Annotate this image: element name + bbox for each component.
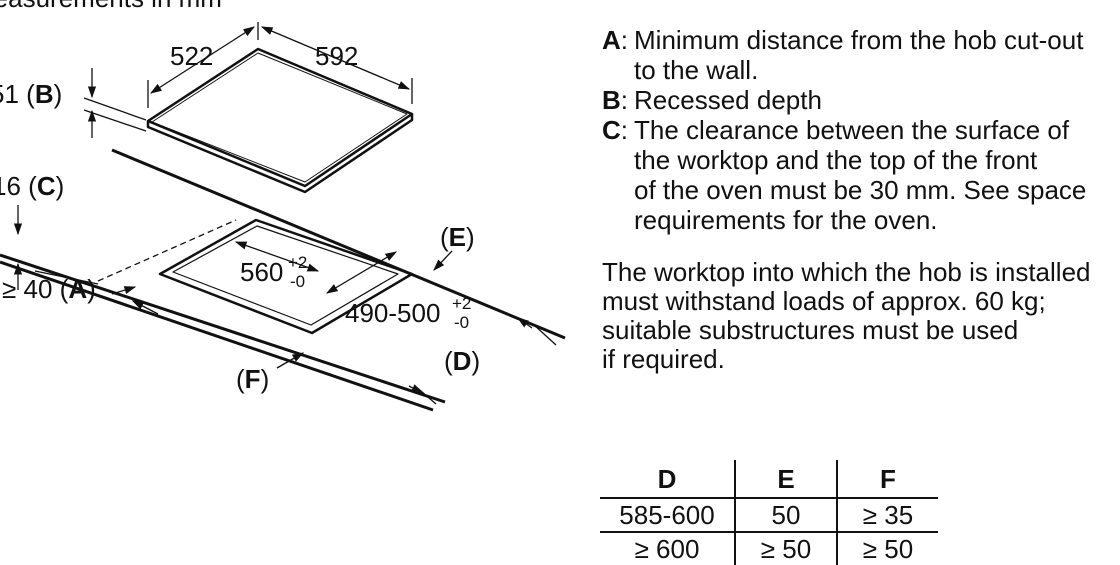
column-header-d: D [600,460,735,499]
space-requirements-table: D E F 585-600 50 ≥ 35 ≥ 600 ≥ 50 ≥ 50 [600,460,938,565]
legend-text: Minimum distance from the hob cut-out to… [634,25,1084,85]
legend-item-a: A: Minimum distance from the hob cut-out… [602,25,1084,85]
table-row: ≥ 600 ≥ 50 ≥ 50 [600,532,938,565]
cutout-dimension-lines [34,219,398,294]
cutout-depth-tol-plus: +2 [452,294,471,313]
table-cell: ≥ 50 [734,532,837,565]
table-cell: 585-600 [600,498,735,533]
cutout-width-label: 560 [240,257,283,287]
distance-a-label: ≥ 40 (A) [2,274,96,304]
column-header-f: F [836,460,938,499]
legend: A: Minimum distance from the hob cut-out… [602,25,1120,235]
hob-dimension-lines [83,22,413,138]
table-cell: ≥ 50 [836,532,938,565]
table-cell: 50 [734,498,837,533]
cutout [158,218,414,335]
clearance-c-label: 16 (C) [0,171,64,201]
worktop-d-label: (D) [444,346,480,376]
table-row: 585-600 50 ≥ 35 [600,498,938,533]
column-header-e: E [734,460,837,499]
hob-width-label: 592 [315,41,358,71]
cutout-depth-label: 490-500 [345,298,440,328]
legend-text: Recessed depth [634,85,822,115]
cutout-width-tol-minus: -0 [290,272,305,291]
distance-a-lines [111,286,159,315]
recess-label: 51 (B) [0,79,62,109]
measurements-caption: Measurements in mm [0,0,222,13]
load-note: The worktop into which the hob is instal… [602,257,1091,374]
worktop-f-label: (F) [236,364,269,394]
worktop-e-label: (E) [440,222,475,252]
legend-text: The clearance between the surface of the… [634,115,1087,235]
legend-item-b: B: Recessed depth [602,85,822,115]
hob-depth-label: 522 [170,41,213,71]
table-cell: ≥ 600 [634,534,700,564]
cutout-width-tol-plus: +2 [288,253,307,272]
legend-key: C [602,115,621,145]
cutout-depth-tol-minus: -0 [454,313,469,332]
table-header-row: D E F [600,460,938,499]
legend-key: A [602,25,621,55]
table-cell: ≥ 35 [836,498,938,533]
legend-item-c: C: The clearance between the surface of … [602,115,1087,235]
worktop-callout-lines [276,250,557,405]
legend-key: B [602,85,621,115]
